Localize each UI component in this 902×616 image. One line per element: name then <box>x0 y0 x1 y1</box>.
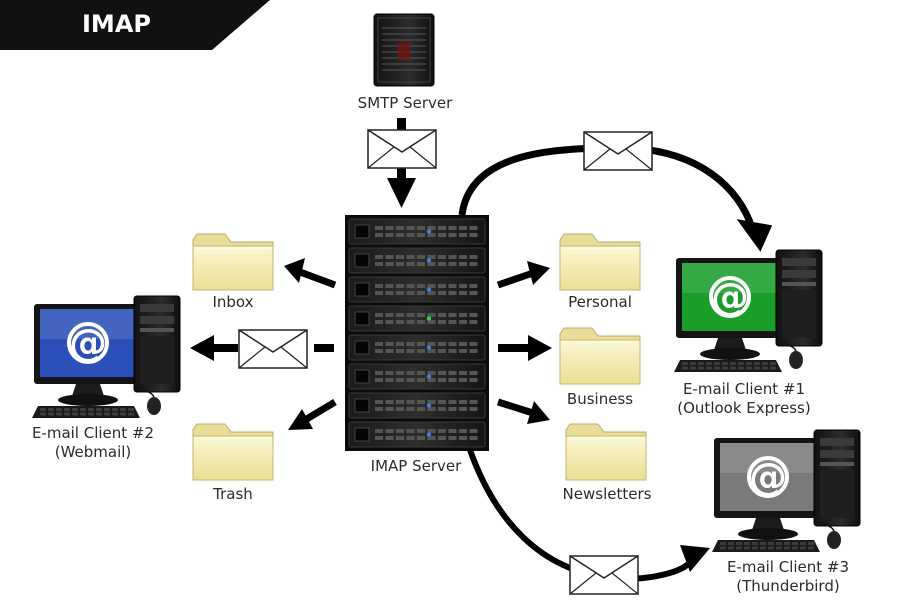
personal-folder-icon <box>559 233 641 291</box>
imap-server-label: IMAP Server <box>370 457 462 475</box>
client2-label: E-mail Client #2 (Webmail) <box>8 424 178 462</box>
client1-label: E-mail Client #1 (Outlook Express) <box>656 380 832 418</box>
smtp-server-icon <box>373 13 435 87</box>
envelope-icon <box>583 131 653 171</box>
envelope-icon <box>238 329 308 369</box>
arrow-to-trash <box>288 398 337 430</box>
envelope-icon <box>569 555 639 595</box>
page-title: IMAP <box>82 10 151 38</box>
trash-label: Trash <box>213 485 253 503</box>
arrow-to-client2 <box>190 335 334 361</box>
smtp-server-label: SMTP Server <box>357 94 453 112</box>
newsletters-label: Newsletters <box>562 485 652 503</box>
personal-label: Personal <box>568 293 632 311</box>
client1-computer-icon: @ <box>674 249 823 372</box>
smtp-to-imap-arrow <box>387 118 416 208</box>
client2-name: E-mail Client #2 <box>31 424 155 442</box>
inbox-folder-icon <box>192 233 274 291</box>
arrow-to-business <box>498 335 552 361</box>
arrow-to-inbox <box>284 258 337 289</box>
title-banner <box>0 0 270 50</box>
business-label: Business <box>566 390 634 408</box>
business-folder-icon <box>559 327 641 385</box>
imap-server-icon <box>345 215 489 451</box>
envelope-icon <box>367 129 437 169</box>
at-symbol-icon: @ <box>711 275 749 319</box>
client3-label: E-mail Client #3 (Thunderbird) <box>700 558 876 596</box>
client3-name: E-mail Client #3 <box>726 558 850 576</box>
client3-subtitle: (Thunderbird) <box>736 577 840 595</box>
client1-name: E-mail Client #1 <box>682 380 806 398</box>
client2-computer-icon: @ <box>32 295 181 418</box>
client3-computer-icon: @ <box>712 429 861 552</box>
inbox-label: Inbox <box>212 293 254 311</box>
client1-subtitle: (Outlook Express) <box>677 399 811 417</box>
newsletters-folder-icon <box>565 423 647 481</box>
arrow-to-personal <box>496 261 550 289</box>
at-symbol-icon: @ <box>749 455 787 499</box>
trash-folder-icon <box>192 423 274 481</box>
arrow-to-newsletters <box>496 398 550 424</box>
client2-subtitle: (Webmail) <box>54 443 132 461</box>
at-symbol-icon: @ <box>69 321 107 365</box>
